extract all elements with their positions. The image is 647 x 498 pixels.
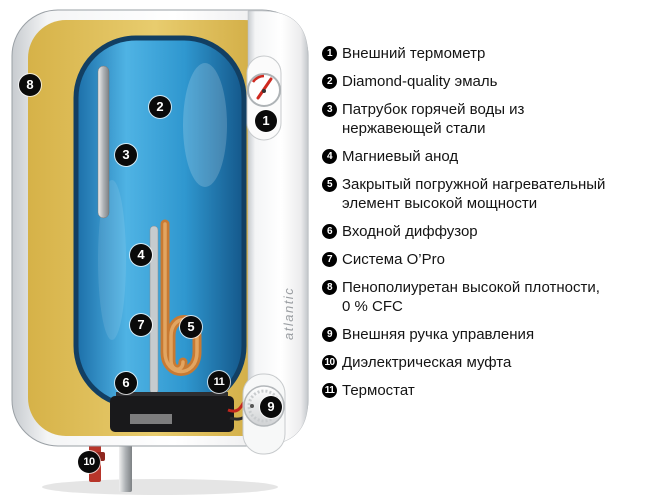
legend-text: Патрубок горячей воды из нержавеющей ста… — [342, 101, 525, 137]
water-heater-cutaway-illustration: atlantic 1 2 3 4 5 6 7 8 9 10 11 — [0, 0, 320, 498]
legend-item-9: 9 Внешняя ручка управления — [322, 325, 641, 344]
marker-1: 1 — [255, 110, 277, 132]
legend-item-4: 4 Магниевый анод — [322, 147, 641, 166]
marker-9: 9 — [260, 396, 282, 418]
legend-bullet: 11 — [322, 383, 337, 398]
tank-gloss — [183, 63, 227, 187]
legend-bullet: 8 — [322, 280, 337, 295]
legend-bullet: 9 — [322, 327, 337, 342]
legend-bullet: 5 — [322, 177, 337, 192]
legend-item-6: 6 Входной диффузор — [322, 222, 641, 241]
legend-text: Закрытый погружной нагревательный элемен… — [342, 176, 606, 212]
heater-drawing: atlantic — [11, 9, 309, 495]
marker-7: 7 — [130, 314, 152, 336]
legend-item-3: 3 Патрубок горячей воды из нержавеющей с… — [322, 100, 641, 138]
legend-bullet: 1 — [322, 46, 337, 61]
knob-indicator — [250, 404, 254, 408]
legend-text: Магниевый анод — [342, 148, 459, 165]
legend-text: Внешняя ручка управления — [342, 326, 535, 343]
marker-5: 5 — [180, 316, 202, 338]
floor-shadow — [42, 479, 278, 495]
legend-item-11: 11 Термостат — [322, 381, 641, 400]
legend-bullet: 6 — [322, 224, 337, 239]
legend-text: Diamond-quality эмаль — [342, 73, 498, 90]
hot-water-outlet-tube — [97, 65, 110, 219]
parts-legend: 1 Внешний термометр 2 Diamond-quality эм… — [320, 0, 647, 498]
legend-text: Внешний термометр — [342, 45, 486, 62]
tank-gloss-2 — [98, 180, 126, 340]
marker-2: 2 — [149, 96, 171, 118]
legend-text: Термостат — [342, 382, 415, 399]
legend-bullet: 4 — [322, 149, 337, 164]
marker-6: 6 — [115, 372, 137, 394]
legend-text: Входной диффузор — [342, 223, 478, 240]
legend-item-5: 5 Закрытый погружной нагревательный элем… — [322, 175, 641, 213]
marker-4: 4 — [130, 244, 152, 266]
legend-text: Система O’Pro — [342, 251, 445, 268]
legend-bullet: 3 — [322, 102, 337, 117]
legend-item-7: 7 Система O’Pro — [322, 250, 641, 269]
legend-bullet: 10 — [322, 355, 337, 370]
legend-bullet: 7 — [322, 252, 337, 267]
legend-bullet: 2 — [322, 74, 337, 89]
marker-11: 11 — [208, 371, 230, 393]
marker-8: 8 — [19, 74, 41, 96]
legend-text: Пенополиуретан высокой плотности, 0 % CF… — [342, 279, 600, 315]
legend-item-2: 2 Diamond-quality эмаль — [322, 72, 641, 91]
legend-item-10: 10 Диэлектрическая муфта — [322, 353, 641, 372]
marker-10: 10 — [78, 451, 100, 473]
marker-3: 3 — [115, 144, 137, 166]
thermometer-needle — [256, 77, 273, 100]
legend-item-8: 8 Пенополиуретан высокой плотности, 0 % … — [322, 278, 641, 316]
brand-text: atlantic — [281, 287, 296, 340]
legend-text: Диэлектрическая муфта — [342, 354, 512, 371]
legend-item-1: 1 Внешний термометр — [322, 44, 641, 63]
